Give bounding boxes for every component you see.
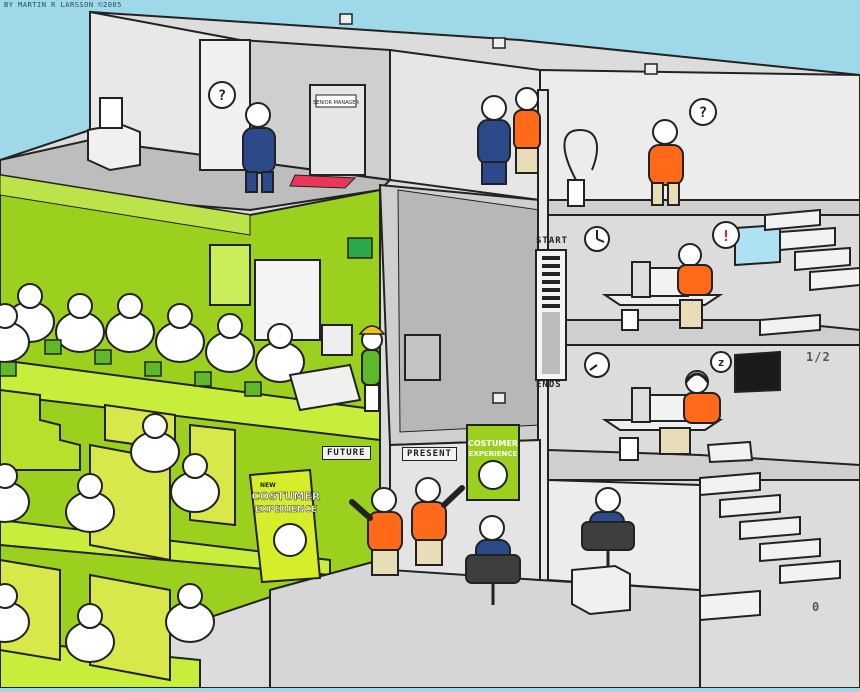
exclaim-bubble-text: !	[721, 227, 730, 245]
credit-text: BY MARTIN R LARSSON ©2005	[4, 1, 122, 9]
question-bubble-text: ?	[218, 88, 226, 104]
sleep-bubble-text: z	[718, 356, 725, 369]
ends-label: ENDS	[536, 380, 562, 390]
box-line-2: EXPERIENCE	[255, 505, 318, 515]
box-line-1: COSTUMER	[252, 490, 321, 503]
present-label: PRESENT	[402, 447, 457, 461]
future-label: FUTURE	[322, 446, 371, 460]
poster-line-1: COSTUMER	[468, 439, 518, 448]
zero-label: 0	[812, 600, 821, 614]
start-label: START	[536, 236, 569, 246]
box-badge: NEW	[260, 482, 276, 489]
door-sign-text: SENIOR MANAGER	[313, 100, 359, 106]
question-bubble-2-text: ?	[699, 105, 707, 121]
poster-line-2: EXPERIENCE	[469, 450, 518, 458]
half-label: 1/2	[806, 350, 831, 364]
